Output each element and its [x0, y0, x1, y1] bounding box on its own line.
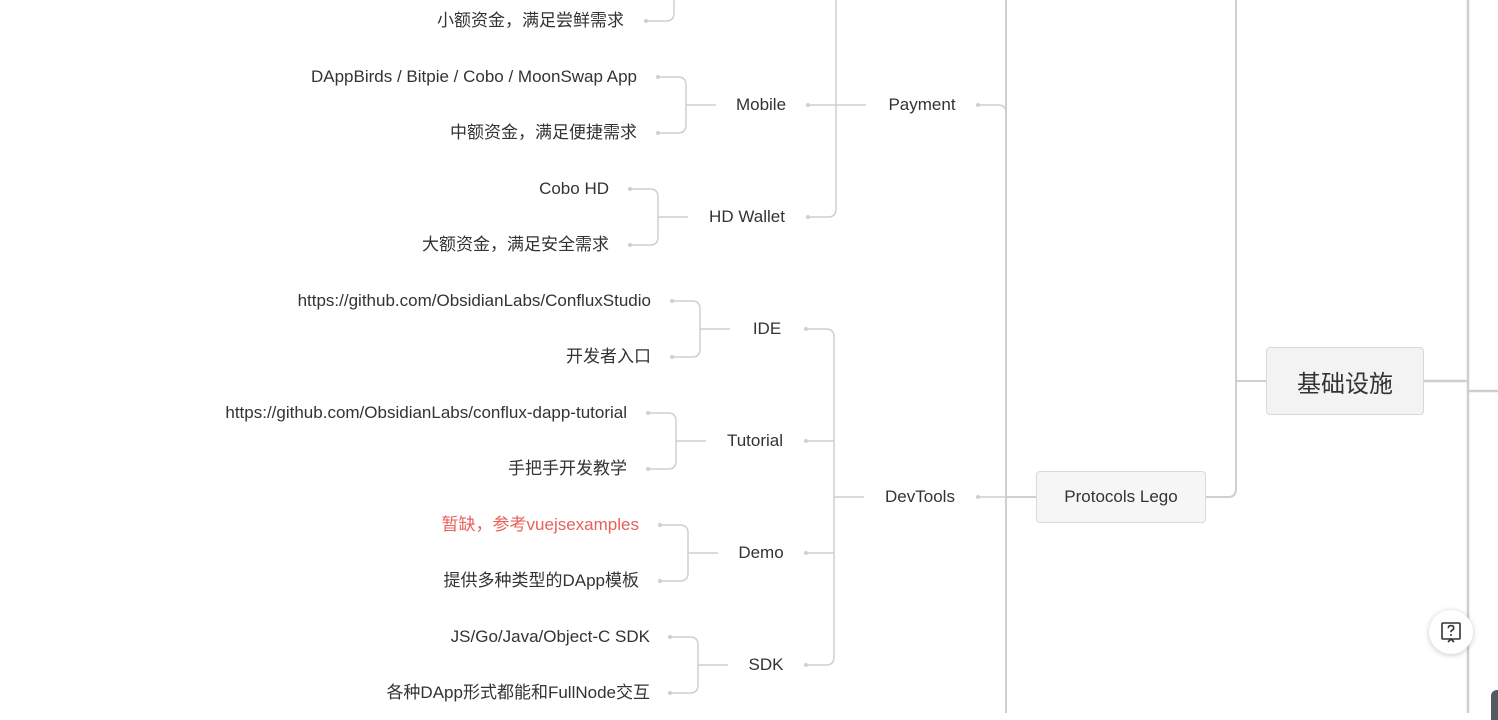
protocols-lego-node[interactable]: Protocols Lego	[1036, 471, 1206, 523]
mobile-medium-funds-leaf[interactable]: 中额资金，满足便捷需求	[450, 123, 637, 142]
tutorial-teaching-leaf[interactable]: 手把手开发教学	[508, 459, 627, 478]
hd-large-funds-leaf[interactable]: 大额资金，满足安全需求	[422, 235, 609, 254]
help-button[interactable]	[1429, 610, 1473, 654]
sdk-languages-leaf[interactable]: JS/Go/Java/Object-C SDK	[450, 627, 650, 646]
demo-missing-leaf[interactable]: 暂缺，参考vuejsexamples	[441, 515, 639, 534]
cobo-hd-leaf[interactable]: Cobo HD	[539, 179, 609, 198]
mobile-apps-leaf[interactable]: DAppBirds / Bitpie / Cobo / MoonSwap App	[310, 67, 637, 86]
tutorial-repo-link-leaf[interactable]: https://github.com/ObsidianLabs/conflux-…	[225, 403, 627, 422]
sdk-node[interactable]: SDK	[748, 655, 784, 674]
root-node-infrastructure[interactable]: 基础设施	[1266, 347, 1424, 415]
ide-repo-link-leaf[interactable]: https://github.com/ObsidianLabs/ConfluxS…	[297, 291, 651, 310]
devtools-node[interactable]: DevTools	[885, 487, 955, 506]
ide-node[interactable]: IDE	[752, 319, 782, 338]
help-icon	[1441, 622, 1461, 643]
tutorial-node[interactable]: Tutorial	[726, 431, 784, 450]
payment-node[interactable]: Payment	[888, 95, 956, 114]
hd-wallet-node[interactable]: HD Wallet	[709, 207, 785, 226]
payment-small-funds-leaf[interactable]: 小额资金，满足尝鲜需求	[437, 11, 624, 30]
demo-node[interactable]: Demo	[738, 543, 784, 562]
mobile-node[interactable]: Mobile	[735, 95, 787, 114]
sdk-fullnode-leaf[interactable]: 各种DApp形式都能和FullNode交互	[386, 683, 650, 702]
ide-developer-entry-leaf[interactable]: 开发者入口	[566, 347, 651, 366]
side-panel-tab[interactable]	[1491, 690, 1498, 720]
demo-templates-leaf[interactable]: 提供多种类型的DApp模板	[443, 571, 639, 590]
